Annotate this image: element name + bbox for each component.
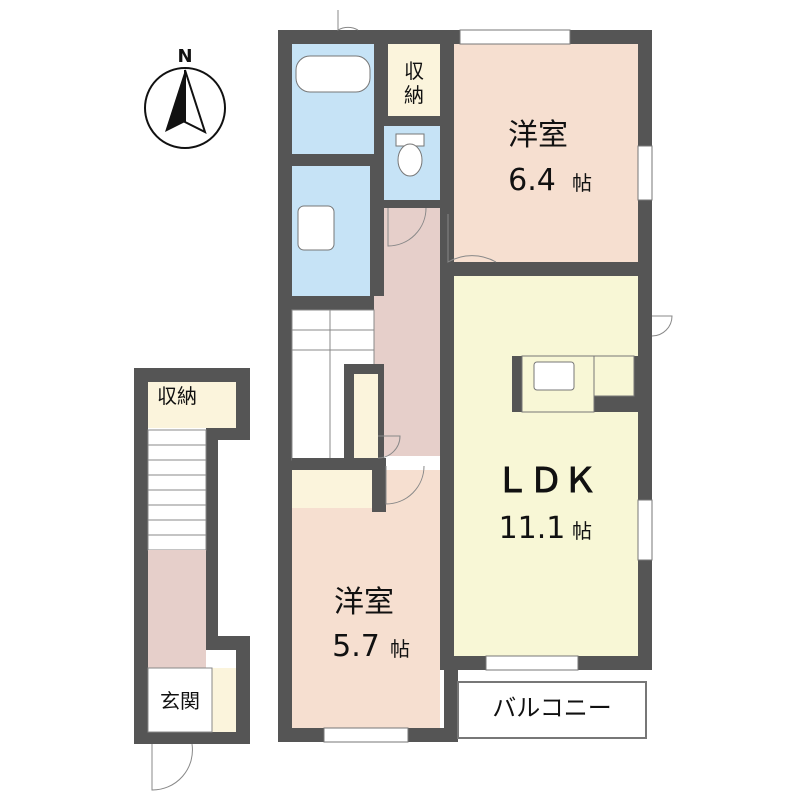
door-w1 (447, 214, 497, 263)
storage-left-area (148, 382, 236, 428)
kitchen-sink (533, 361, 575, 391)
balcony-label: バルコニー (492, 694, 612, 722)
wall-w1-ldk (440, 262, 652, 276)
closet-stairs (354, 374, 378, 458)
wall-bath-wash (292, 154, 384, 166)
western1-size: 6.4 (508, 163, 556, 198)
bathtub (295, 55, 371, 93)
western1-name: 洋室 (508, 118, 568, 153)
storage-top-line2: 納 (404, 83, 424, 107)
compass: N (144, 46, 226, 149)
compass-arrow-right (184, 69, 207, 134)
wall-center (440, 44, 454, 666)
ldk-size: 11.1 (499, 511, 566, 546)
main-unit (278, 10, 673, 743)
western2-size: 5.7 (332, 629, 380, 664)
window-right-2 (637, 499, 653, 561)
ldk-name: ＬＤＫ (495, 461, 597, 501)
compass-arrow-left (165, 70, 185, 132)
storage-top (388, 44, 440, 116)
entrance-door-swing (151, 743, 193, 791)
tower-hall (148, 550, 206, 668)
door-closet (377, 435, 401, 459)
compass-north-label: N (177, 46, 192, 67)
door-toilet (387, 207, 427, 247)
ldk-room (454, 276, 638, 656)
western-room-1 (454, 44, 638, 262)
tower-notch-wall-top (206, 428, 250, 440)
entrance-tower: 収納 玄関 (134, 368, 250, 791)
storage-left-label: 収納 (157, 384, 197, 408)
window-right-1 (637, 145, 653, 201)
storage-top-line1: 収 (404, 59, 424, 83)
entrance-label: 玄関 (160, 689, 200, 713)
compass-ring (144, 67, 226, 149)
wall-balcony-left (444, 666, 458, 742)
tower-notch-wall-bottom (206, 636, 250, 650)
western2-name: 洋室 (334, 585, 394, 620)
window-balcony (485, 655, 579, 671)
tower-notch-wall (206, 428, 218, 650)
closet-w2 (292, 470, 372, 508)
hallway (384, 208, 440, 456)
western2-unit: 帖 (390, 637, 410, 661)
ldk-unit: 帖 (572, 519, 592, 543)
western-room-2 (292, 470, 440, 728)
wall-w2-top (292, 458, 386, 470)
entrance-floor (147, 667, 213, 733)
washbasin (297, 205, 335, 251)
balcony (457, 681, 647, 739)
door-bath-window (337, 10, 359, 31)
door-w2 (385, 465, 425, 505)
window-bottom (323, 727, 409, 743)
toilet-bowl (397, 143, 423, 177)
western1-unit: 帖 (572, 171, 592, 195)
window-top (459, 29, 571, 45)
door-ldk-side (651, 315, 673, 337)
tower-stairs (147, 429, 207, 551)
wall-wash-bottom (292, 296, 384, 310)
